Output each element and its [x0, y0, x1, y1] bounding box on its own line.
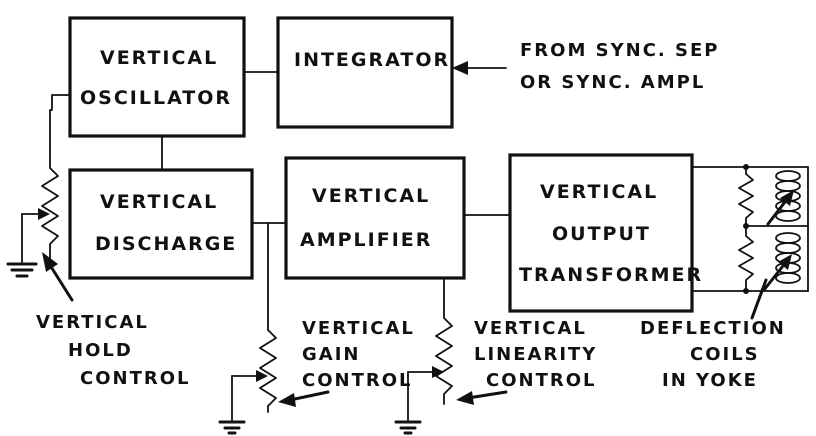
hold-control-label-line-2: HOLD	[68, 340, 133, 361]
gain-control-potentiometer	[218, 222, 277, 435]
vertical-amplifier-line-2: AMPLIFIER	[300, 229, 432, 251]
integrator-label: INTEGRATOR	[294, 49, 450, 71]
vertical-output-transformer-block: VERTICAL OUTPUT TRANSFORMER	[508, 153, 703, 313]
deflection-coils-label-line-2: COILS	[690, 344, 760, 365]
vertical-oscillator-block: VERTICAL OSCILLATOR	[68, 16, 246, 138]
vertical-amplifier-line-1: VERTICAL	[312, 185, 430, 207]
vertical-oscillator-line-2: OSCILLATOR	[80, 87, 232, 109]
hold-control-pointer-arrow	[42, 252, 74, 302]
hold-control-label-line-3: CONTROL	[80, 368, 191, 389]
hold-control-label-line-1: VERTICAL	[36, 312, 149, 333]
deflection-coils-label-line-1: DEFLECTION	[640, 318, 786, 339]
linearity-control-label-line-2: LINEARITY	[474, 344, 597, 365]
vertical-amplifier-block: VERTICAL AMPLIFIER	[284, 156, 466, 280]
vertical-discharge-line-2: DISCHARGE	[95, 233, 237, 255]
gain-control-label-line-2: GAIN	[302, 344, 360, 365]
output-transformer-line-2: OUTPUT	[552, 223, 651, 245]
deflection-coils-label-line-3: IN YOKE	[662, 370, 758, 391]
vertical-oscillator-line-1: VERTICAL	[100, 47, 218, 69]
deflection-coil-network	[691, 164, 809, 320]
sync-input-label-line-2: OR SYNC. AMPL	[520, 72, 705, 93]
sync-input-arrow	[452, 61, 507, 75]
linearity-control-pointer-arrow	[456, 390, 508, 405]
output-transformer-line-3: TRANSFORMER	[519, 264, 703, 286]
hold-control-potentiometer	[6, 94, 71, 278]
linearity-control-label-line-3: CONTROL	[486, 370, 597, 391]
linearity-control-label-line-1: VERTICAL	[474, 318, 587, 339]
gain-control-label-line-1: VERTICAL	[302, 318, 415, 339]
vertical-discharge-block: VERTICAL DISCHARGE	[68, 168, 254, 280]
vertical-discharge-line-1: VERTICAL	[100, 191, 218, 213]
gain-control-pointer-arrow	[278, 390, 330, 407]
gain-control-label-line-3: CONTROL	[302, 370, 413, 391]
sync-input-label-line-1: FROM SYNC. SEP	[520, 40, 719, 61]
output-transformer-line-1: VERTICAL	[540, 181, 658, 203]
linearity-control-potentiometer	[394, 277, 453, 435]
integrator-block: INTEGRATOR	[276, 16, 454, 129]
